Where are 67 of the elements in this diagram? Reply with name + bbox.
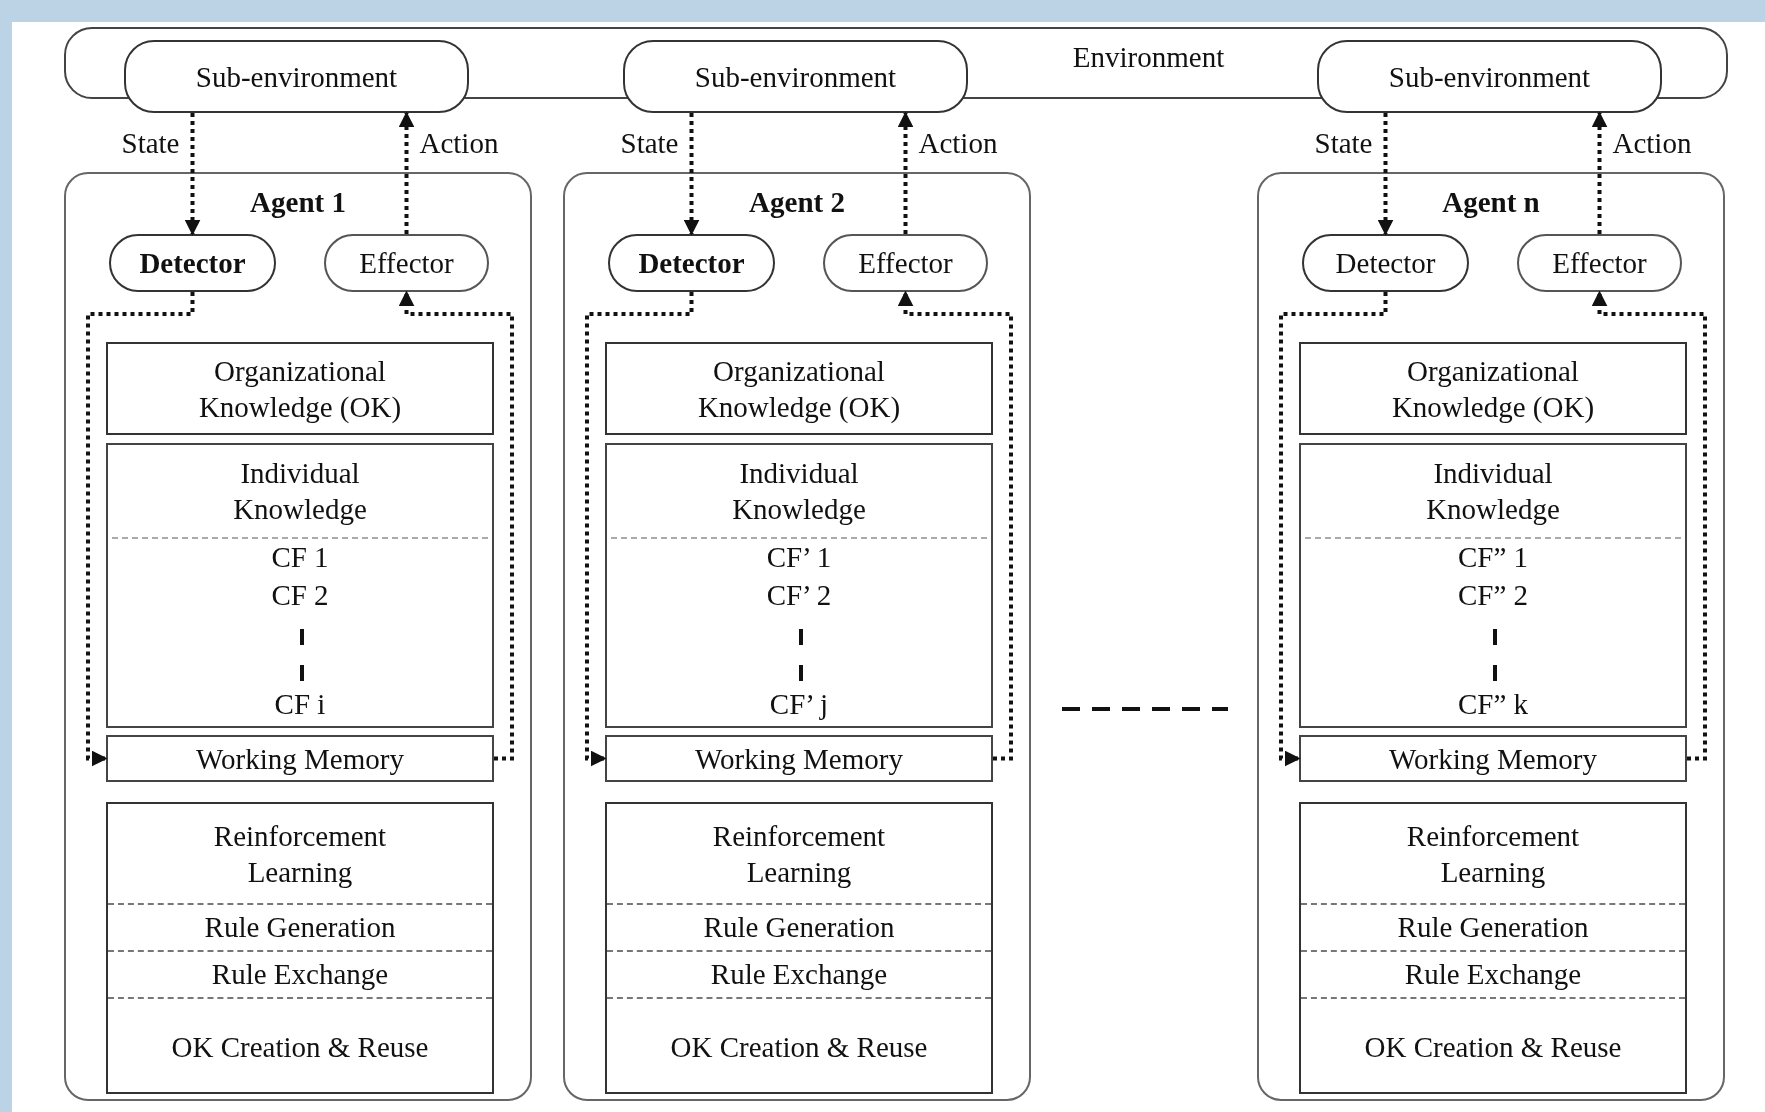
- agent-panel: [563, 172, 1031, 1101]
- agent-panel: [64, 172, 532, 1101]
- detector-box: [1302, 234, 1469, 292]
- list-item: CF’ 2: [765, 578, 833, 613]
- learning-box: [106, 802, 494, 1094]
- environment-box: [124, 40, 469, 113]
- section-label: OK Creation & Reuse: [170, 1029, 430, 1065]
- list-item: CF’ j: [768, 687, 830, 722]
- knowledge-box: [1299, 342, 1687, 435]
- section-label: OK Creation & Reuse: [669, 1029, 929, 1065]
- agent-title: Agent 2: [748, 185, 846, 220]
- box-label: Organizational Knowledge (OK): [197, 353, 403, 425]
- box-label: Working Memory: [694, 741, 904, 777]
- box-label: Effector: [1551, 246, 1648, 281]
- section-label: Rule Generation: [702, 909, 896, 945]
- memory-box: [605, 735, 993, 782]
- environment-box: [623, 40, 968, 113]
- list-item: CF 1: [270, 540, 330, 575]
- effector-box: [324, 234, 489, 292]
- learning-box: [1299, 802, 1687, 1094]
- section-label: Rule Exchange: [210, 956, 390, 992]
- list-item: CF” k: [1456, 687, 1530, 722]
- box-label: Organizational Knowledge (OK): [696, 353, 902, 425]
- knowledge-box: [106, 443, 494, 728]
- agent-title: Agent 1: [249, 185, 347, 220]
- knowledge-box: [1299, 443, 1687, 728]
- section-label: Reinforcement Learning: [212, 818, 388, 890]
- agent-panel: [1257, 172, 1725, 1101]
- section-label: Rule Generation: [1396, 909, 1590, 945]
- knowledge-box: [106, 342, 494, 435]
- detector-box: [608, 234, 775, 292]
- box-label: Detector: [637, 246, 746, 281]
- box-label: Working Memory: [195, 741, 405, 777]
- box-label: Organizational Knowledge (OK): [1390, 353, 1596, 425]
- section-label: OK Creation & Reuse: [1363, 1029, 1623, 1065]
- list-item: CF i: [273, 687, 327, 722]
- agent-title: Agent n: [1441, 185, 1541, 220]
- detector-box: [109, 234, 276, 292]
- environment-label: Sub-environment: [1387, 59, 1592, 95]
- section-heading: Individual Knowledge: [731, 456, 867, 527]
- box-label: Working Memory: [1388, 741, 1598, 777]
- environment-label: Sub-environment: [693, 59, 898, 95]
- section-label: Rule Generation: [203, 909, 397, 945]
- list-item: CF” 2: [1456, 578, 1530, 613]
- environment-label: Sub-environment: [194, 59, 399, 95]
- effector-box: [1517, 234, 1682, 292]
- box-label: Effector: [857, 246, 954, 281]
- section-heading: Individual Knowledge: [232, 456, 368, 527]
- section-heading: Individual Knowledge: [1425, 456, 1561, 527]
- list-item: CF’ 1: [765, 540, 833, 575]
- box-label: Detector: [1334, 246, 1437, 281]
- section-label: Rule Exchange: [709, 956, 889, 992]
- memory-box: [106, 735, 494, 782]
- knowledge-box: [605, 443, 993, 728]
- list-item: CF” 1: [1456, 540, 1530, 575]
- environment-title: Environment: [1071, 40, 1226, 75]
- memory-box: [1299, 735, 1687, 782]
- section-label: Reinforcement Learning: [1405, 818, 1581, 890]
- environment-box: [1317, 40, 1662, 113]
- learning-box: [605, 802, 993, 1094]
- knowledge-box: [605, 342, 993, 435]
- box-label: Effector: [358, 246, 455, 281]
- section-label: Rule Exchange: [1403, 956, 1583, 992]
- box-label: Detector: [138, 246, 247, 281]
- list-item: CF 2: [270, 578, 330, 613]
- section-label: Reinforcement Learning: [711, 818, 887, 890]
- effector-box: [823, 234, 988, 292]
